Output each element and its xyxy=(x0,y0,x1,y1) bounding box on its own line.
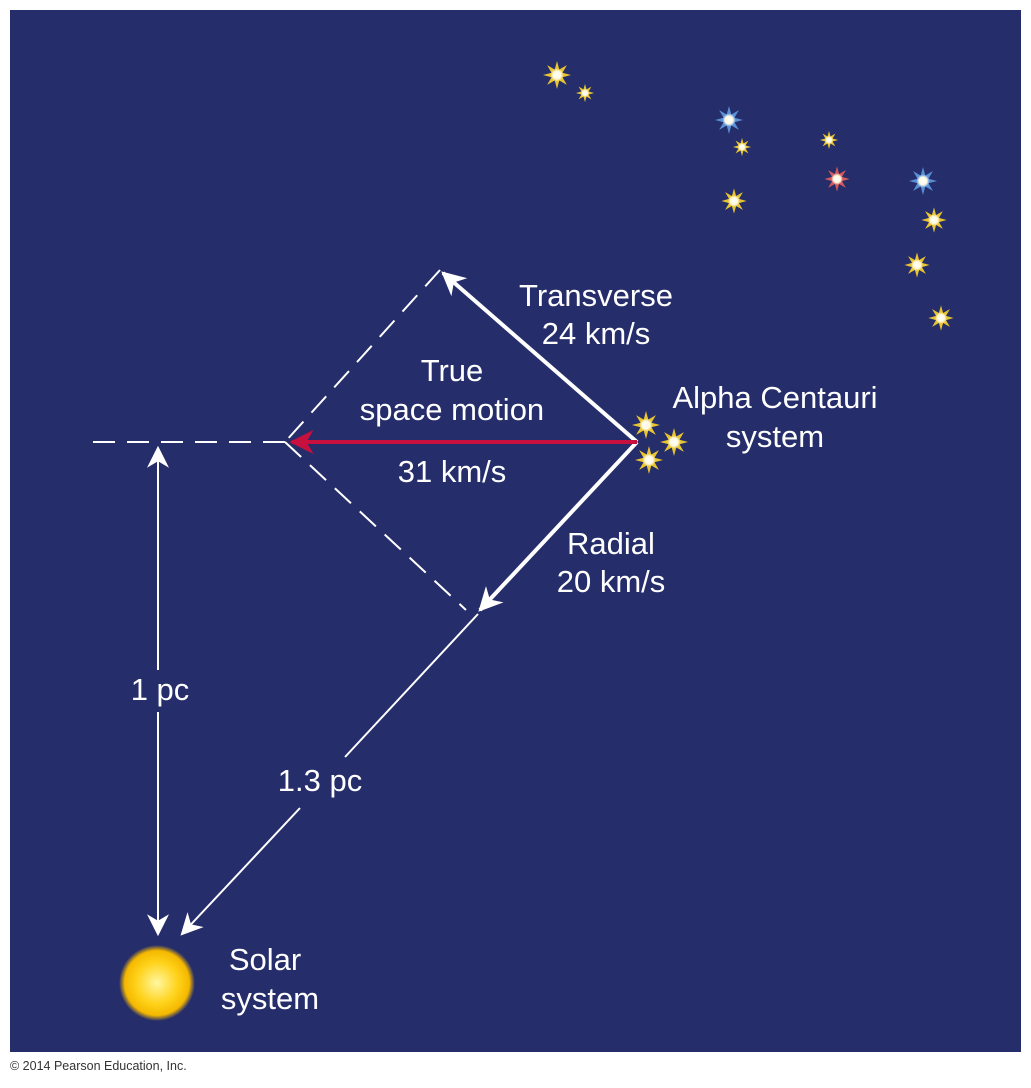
distance-arrow-lower xyxy=(180,807,301,936)
one-pc-label: 1 pc xyxy=(131,672,190,707)
star-core xyxy=(639,418,653,432)
star-core xyxy=(580,88,590,98)
star-core xyxy=(916,174,930,188)
star-core xyxy=(928,214,940,226)
dashed-guides xyxy=(93,269,467,611)
star-core xyxy=(550,68,564,82)
sun xyxy=(119,945,195,1021)
alpha-centauri-label: Alpha Centauri xyxy=(672,380,877,415)
star-core xyxy=(935,312,947,324)
true-motion-label-2: space motion xyxy=(360,392,544,427)
star-core xyxy=(722,113,736,127)
transverse-arrow xyxy=(441,271,639,444)
dashed-line-bottom xyxy=(284,441,467,611)
radial-arrow xyxy=(478,440,639,612)
radial-speed: 20 km/s xyxy=(557,564,666,599)
distance-line-upper xyxy=(344,613,479,758)
copyright: © 2014 Pearson Education, Inc. xyxy=(10,1059,187,1073)
true-motion-speed: 31 km/s xyxy=(398,454,507,489)
radial-label: Radial xyxy=(567,526,655,561)
true-motion-label: True xyxy=(421,353,484,388)
distance-label: 1.3 pc xyxy=(278,763,362,798)
background xyxy=(10,10,1021,1052)
solar-system-label: Solar xyxy=(229,942,301,977)
star-core xyxy=(824,135,834,145)
alpha-centauri-label-2: system xyxy=(726,419,824,454)
dashed-line-top xyxy=(284,269,441,443)
star-core xyxy=(667,435,681,449)
star-core xyxy=(642,453,656,467)
solar-system-label-2: system xyxy=(221,981,319,1016)
background-stars xyxy=(543,61,954,474)
transverse-speed: 24 km/s xyxy=(542,316,651,351)
star-core xyxy=(831,173,843,185)
star-core xyxy=(728,195,740,207)
transverse-label: Transverse xyxy=(519,278,673,313)
star-core xyxy=(737,142,747,152)
star-core xyxy=(911,259,923,271)
